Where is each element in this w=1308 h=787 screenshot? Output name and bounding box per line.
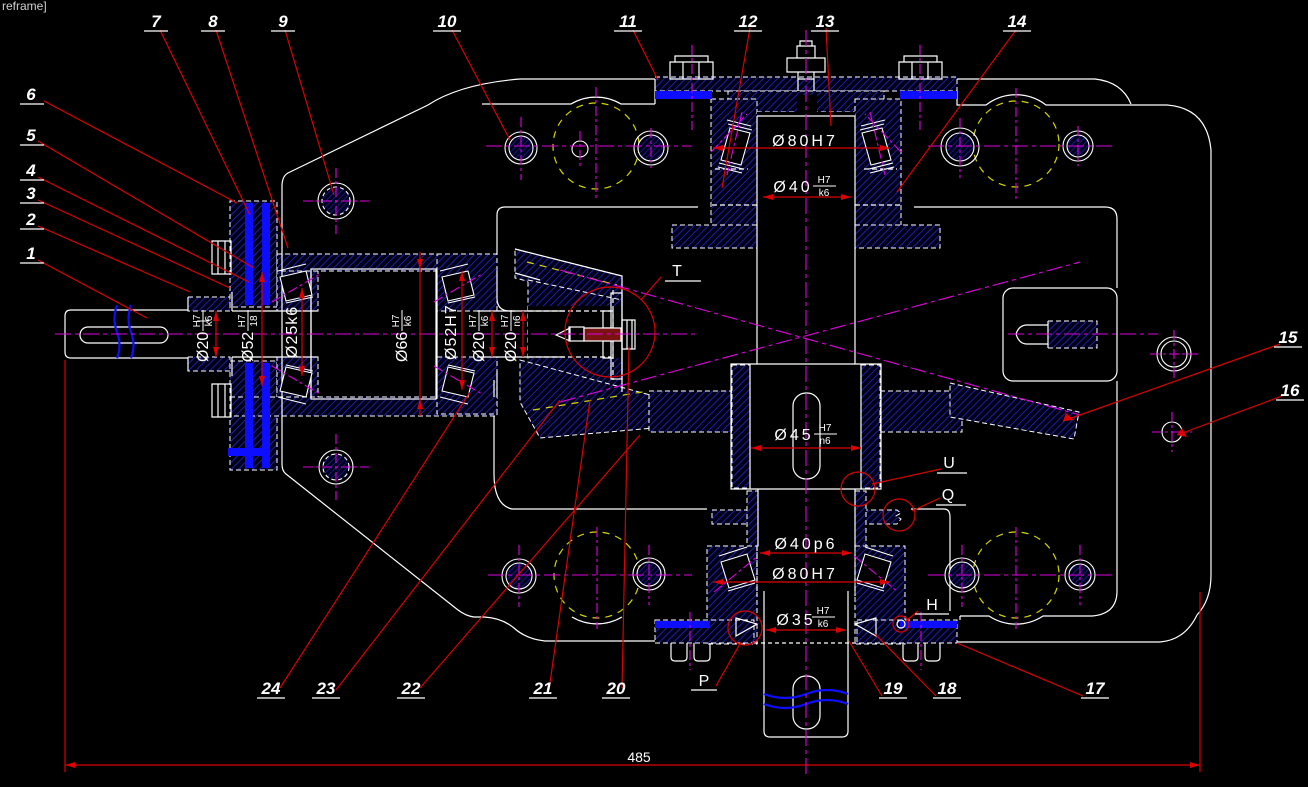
svg-text:12: 12 [739,12,758,31]
svg-text:Ø52H7: Ø52H7 [443,304,460,360]
svg-text:8: 8 [208,12,218,31]
svg-text:1: 1 [26,244,35,263]
svg-text:5: 5 [26,126,36,145]
svg-text:2: 2 [25,210,36,229]
svg-text:H7: H7 [819,423,832,434]
svg-text:Q: Q [942,487,954,504]
svg-text:k6: k6 [403,315,414,326]
svg-text:Ø20: Ø20 [195,332,212,362]
svg-text:Ø20: Ø20 [471,332,488,362]
svg-text:T: T [672,263,682,280]
svg-text:U: U [943,455,955,472]
svg-text:Ø80H7: Ø80H7 [772,566,838,583]
svg-text:Ø25k6: Ø25k6 [284,306,301,358]
svg-text:H7: H7 [237,314,248,327]
svg-text:P: P [699,673,710,690]
svg-text:H7: H7 [817,606,830,617]
svg-text:7: 7 [151,12,162,31]
svg-text:10: 10 [438,12,457,31]
svg-text:23: 23 [316,679,336,698]
svg-text:14: 14 [1008,12,1027,31]
svg-text:3: 3 [26,184,36,203]
svg-text:21: 21 [533,679,553,698]
svg-text:Ø40p6: Ø40p6 [774,536,837,553]
svg-text:22: 22 [401,679,421,698]
svg-text:11: 11 [619,12,637,31]
svg-text:Ø80H7: Ø80H7 [772,133,838,150]
svg-text:Ø35: Ø35 [776,612,815,629]
svg-text:Ø52: Ø52 [240,332,257,362]
svg-text:reframe]: reframe] [2,0,47,13]
svg-text:17: 17 [1086,679,1106,698]
svg-text:13: 13 [816,12,835,31]
svg-text:15: 15 [1279,328,1298,347]
svg-text:9: 9 [278,12,288,31]
svg-text:4: 4 [25,161,36,180]
svg-text:k6: k6 [819,188,830,199]
svg-text:H7: H7 [500,314,511,327]
svg-text:k6: k6 [818,619,829,630]
svg-text:H7: H7 [391,314,402,327]
svg-text:20: 20 [606,679,626,698]
svg-text:n6: n6 [512,315,523,327]
svg-text:k6: k6 [204,315,215,326]
svg-text:Ø45: Ø45 [774,427,813,444]
svg-text:24: 24 [261,679,281,698]
svg-text:6: 6 [26,85,36,104]
svg-text:n6: n6 [819,436,831,447]
svg-text:Ø20: Ø20 [503,332,520,362]
svg-text:19: 19 [884,679,903,698]
svg-text:485: 485 [627,749,651,765]
svg-text:H7: H7 [468,314,479,327]
svg-text:18: 18 [249,315,260,327]
svg-text:H7: H7 [818,175,831,186]
svg-text:16: 16 [1281,381,1300,400]
svg-text:18: 18 [938,679,957,698]
svg-text:Ø40: Ø40 [773,179,812,196]
svg-text:H: H [926,597,938,614]
svg-text:Ø66: Ø66 [394,332,411,362]
svg-text:k6: k6 [480,315,491,326]
